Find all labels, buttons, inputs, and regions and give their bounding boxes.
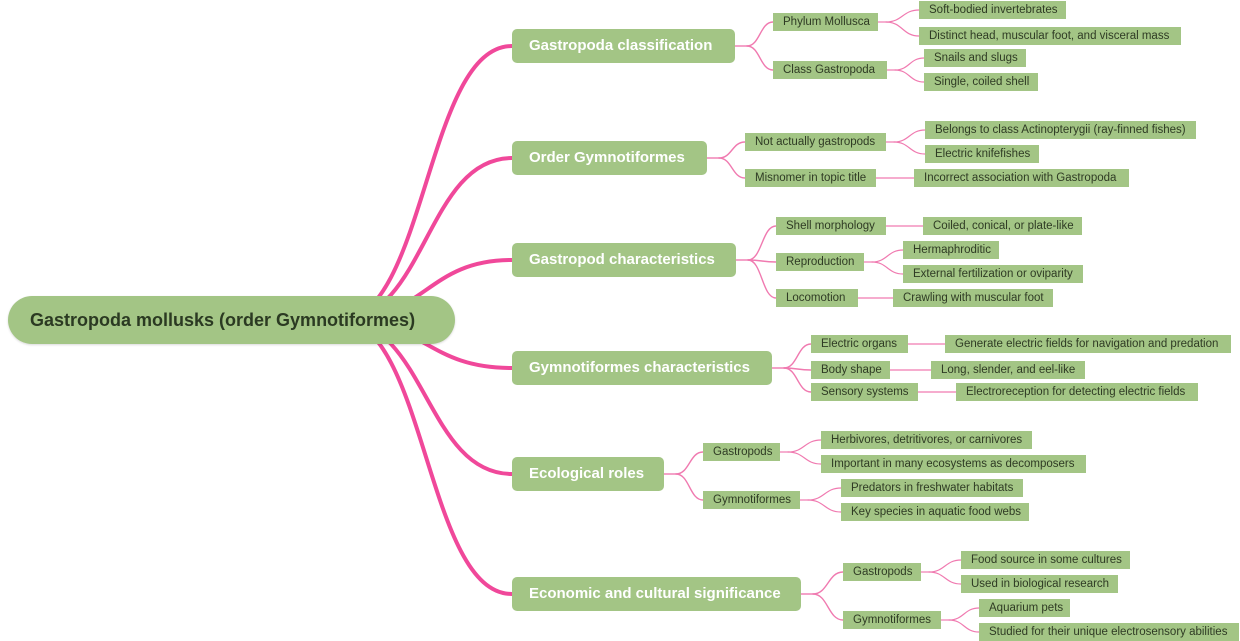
subtopic-to-leaf-link [885,21,920,37]
leaf-node[interactable]: Predators in freshwater habitats [841,479,1023,497]
subtopic-node-phylum-mollusca[interactable]: Phylum Mollusca [773,13,878,31]
root-node[interactable]: Gastropoda mollusks (order Gymnotiformes… [8,296,455,344]
subtopic-to-leaf-link [894,57,925,71]
root-to-branch-link [338,318,514,596]
subtopic-to-leaf-link [893,129,926,143]
subtopic-to-leaf-link [893,141,926,155]
branch-node-gastropoda-classification[interactable]: Gastropoda classification [512,29,735,63]
root-to-branch-link [338,44,514,322]
leaf-node[interactable]: Electric knifefishes [925,145,1039,163]
subtopic-to-leaf-link [787,451,822,465]
leaf-node[interactable]: Distinct head, muscular foot, and viscer… [919,27,1181,45]
leaf-node[interactable]: Incorrect association with Gastropoda [914,169,1129,187]
subtopic-to-leaf-link [885,9,920,23]
subtopic-node-sensory-systems[interactable]: Sensory systems [811,383,918,401]
subtopic-to-leaf-link [871,249,904,263]
subtopic-to-leaf-link [948,619,980,633]
branch-to-subtopic-link [747,225,777,261]
branch-to-subtopic-link [746,21,774,47]
leaf-node[interactable]: Coiled, conical, or plate-like [923,217,1082,235]
branch-to-subtopic-link [783,367,812,393]
branch-node-ecological-roles[interactable]: Ecological roles [512,457,664,491]
subtopic-to-leaf-link [948,607,980,621]
subtopic-node-gastropods[interactable]: Gastropods [843,563,921,581]
subtopic-node-gymnotiformes[interactable]: Gymnotiformes [703,491,800,509]
branch-to-subtopic-link [675,451,704,475]
leaf-node[interactable]: Electroreception for detecting electric … [956,383,1198,401]
leaf-node[interactable]: Used in biological research [961,575,1118,593]
leaf-node[interactable]: Aquarium pets [979,599,1070,617]
branch-to-subtopic-link [747,259,777,299]
subtopic-to-leaf-link [807,487,842,501]
branch-to-subtopic-link [746,45,774,71]
subtopic-node-class-gastropoda[interactable]: Class Gastropoda [773,61,887,79]
branch-to-subtopic-link [675,473,704,501]
subtopic-node-misnomer-in-topic-title[interactable]: Misnomer in topic title [745,169,876,187]
subtopic-to-leaf-link [871,261,904,275]
subtopic-node-gymnotiformes[interactable]: Gymnotiformes [843,611,941,629]
leaf-node[interactable]: Crawling with muscular foot [893,289,1053,307]
subtopic-to-leaf-link [787,439,822,453]
branch-to-subtopic-link [783,343,812,369]
leaf-node[interactable]: Studied for their unique electrosensory … [979,623,1239,641]
leaf-node[interactable]: Generate electric fields for navigation … [945,335,1231,353]
subtopic-node-gastropods[interactable]: Gastropods [703,443,780,461]
branch-to-subtopic-link [812,593,844,621]
leaf-node[interactable]: Long, slender, and eel-like [931,361,1085,379]
branch-node-order-gymnotiformes[interactable]: Order Gymnotiformes [512,141,707,175]
subtopic-to-leaf-link [928,571,962,585]
branch-node-gastropod-characteristics[interactable]: Gastropod characteristics [512,243,736,277]
leaf-node[interactable]: Food source in some cultures [961,551,1130,569]
branch-to-subtopic-link [718,157,746,179]
branch-node-gymnotiformes-characteristics[interactable]: Gymnotiformes characteristics [512,351,772,385]
subtopic-node-reproduction[interactable]: Reproduction [776,253,864,271]
leaf-node[interactable]: External fertilization or oviparity [903,265,1083,283]
leaf-node[interactable]: Snails and slugs [924,49,1026,67]
subtopic-to-leaf-link [928,559,962,573]
branch-node-economic-and-cultural-significance[interactable]: Economic and cultural significance [512,577,801,611]
leaf-node[interactable]: Herbivores, detritivores, or carnivores [821,431,1032,449]
branch-to-subtopic-link [718,141,746,159]
subtopic-node-shell-morphology[interactable]: Shell morphology [776,217,886,235]
subtopic-node-locomotion[interactable]: Locomotion [776,289,858,307]
subtopic-to-leaf-link [894,69,925,83]
leaf-node[interactable]: Hermaphroditic [903,241,999,259]
leaf-node[interactable]: Key species in aquatic food webs [841,503,1029,521]
subtopic-node-not-actually-gastropods[interactable]: Not actually gastropods [745,133,886,151]
subtopic-node-electric-organs[interactable]: Electric organs [811,335,908,353]
subtopic-node-body-shape[interactable]: Body shape [811,361,890,379]
subtopic-to-leaf-link [807,499,842,513]
leaf-node[interactable]: Important in many ecosystems as decompos… [821,455,1086,473]
leaf-node[interactable]: Single, coiled shell [924,73,1038,91]
branch-to-subtopic-link [812,571,844,595]
leaf-node[interactable]: Belongs to class Actinopterygii (ray-fin… [925,121,1196,139]
leaf-node[interactable]: Soft-bodied invertebrates [919,1,1066,19]
